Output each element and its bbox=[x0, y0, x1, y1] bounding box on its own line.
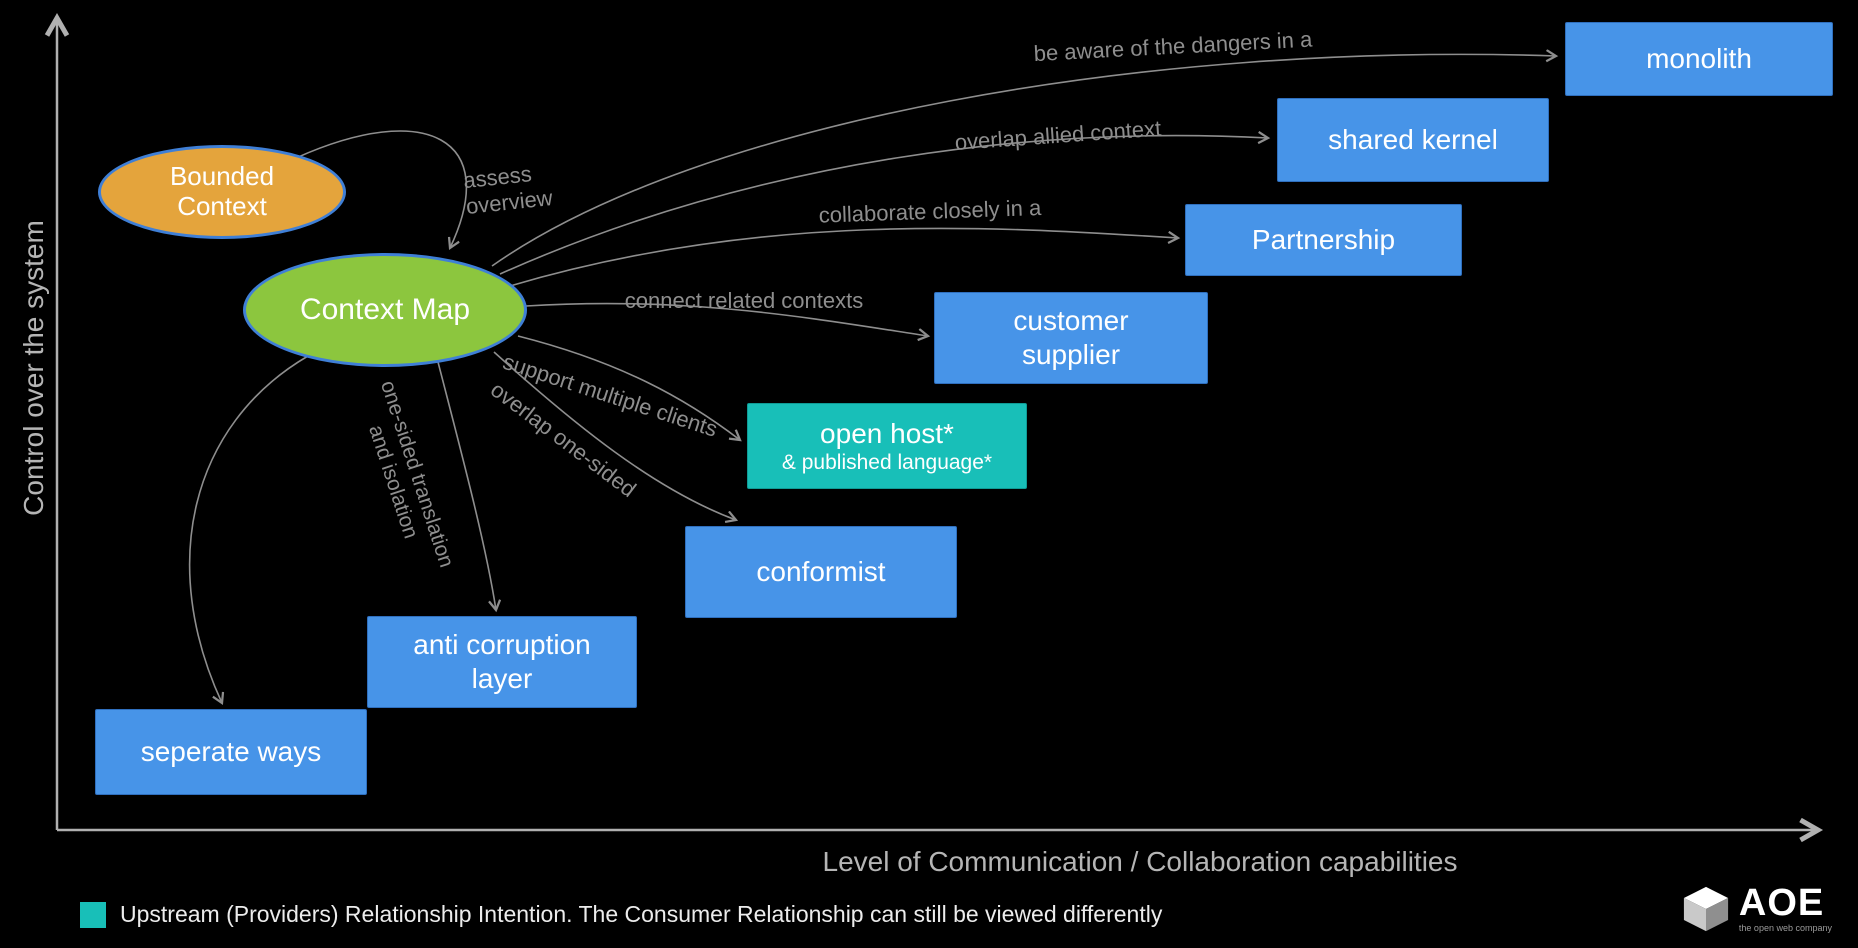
node-anti-corruption-layer: anti corruption layer bbox=[367, 616, 637, 708]
bounded-context-label-line1: Bounded bbox=[169, 161, 275, 192]
seperate-ways-label: seperate ways bbox=[140, 736, 322, 768]
edge-to-partnership bbox=[509, 227, 1178, 287]
node-customer-supplier: customer supplier bbox=[934, 292, 1208, 384]
edge-assess-overview bbox=[295, 130, 468, 248]
node-conformist: conformist bbox=[685, 526, 957, 618]
acl-label-line1: anti corruption bbox=[413, 629, 591, 661]
legend-text: Upstream (Providers) Relationship Intent… bbox=[120, 901, 1163, 927]
node-bounded-context: Bounded Context bbox=[98, 145, 346, 239]
monolith-label: monolith bbox=[1646, 43, 1752, 75]
logo-tagline: the open web company bbox=[1738, 923, 1832, 933]
edge-to-seperate-ways bbox=[188, 355, 309, 703]
customer-supplier-label-line2: supplier bbox=[1021, 339, 1121, 370]
bounded-context-label-line2: Context bbox=[177, 191, 267, 221]
edge-to-anti-corruption-layer bbox=[437, 361, 496, 610]
partnership-label: Partnership bbox=[1251, 224, 1396, 256]
legend-teal-swatch bbox=[80, 901, 106, 928]
edge-label-assess-overview: assess overview bbox=[462, 161, 554, 220]
node-seperate-ways: seperate ways bbox=[95, 709, 367, 795]
customer-supplier-label-line1: customer bbox=[1013, 305, 1129, 337]
edge-label-customer-supplier: connect related contexts bbox=[624, 287, 864, 313]
edge-to-customer-supplier bbox=[525, 302, 928, 336]
edge-to-shared-kernel bbox=[499, 136, 1268, 275]
cube-icon bbox=[1683, 886, 1729, 931]
y-axis-label: Control over the system bbox=[18, 220, 49, 516]
open-host-label-line1: open host* bbox=[820, 417, 954, 449]
aoe-logo: AOE the open web company bbox=[1683, 884, 1832, 933]
conformist-label: conformist bbox=[756, 556, 886, 588]
node-shared-kernel: shared kernel bbox=[1277, 98, 1549, 182]
x-axis-label: Level of Communication / Collaboration c… bbox=[822, 846, 1458, 877]
shared-kernel-label: shared kernel bbox=[1328, 124, 1498, 156]
acl-label-line2: layer bbox=[471, 663, 533, 694]
node-open-host: open host* & published language* bbox=[747, 403, 1027, 489]
node-partnership: Partnership bbox=[1185, 204, 1462, 276]
node-context-map: Context Map bbox=[243, 253, 527, 367]
edge-to-conformist bbox=[493, 351, 736, 520]
context-map-label: Context Map bbox=[299, 293, 471, 326]
edge-to-open-host bbox=[517, 335, 740, 440]
legend: Upstream (Providers) Relationship Intent… bbox=[80, 901, 1162, 928]
open-host-label-line2: & published language* bbox=[781, 451, 993, 475]
node-monolith: monolith bbox=[1565, 22, 1833, 96]
logo-text: AOE bbox=[1738, 882, 1825, 924]
logo-wordmark: AOE the open web company bbox=[1739, 884, 1832, 933]
edge-to-monolith bbox=[491, 54, 1556, 267]
